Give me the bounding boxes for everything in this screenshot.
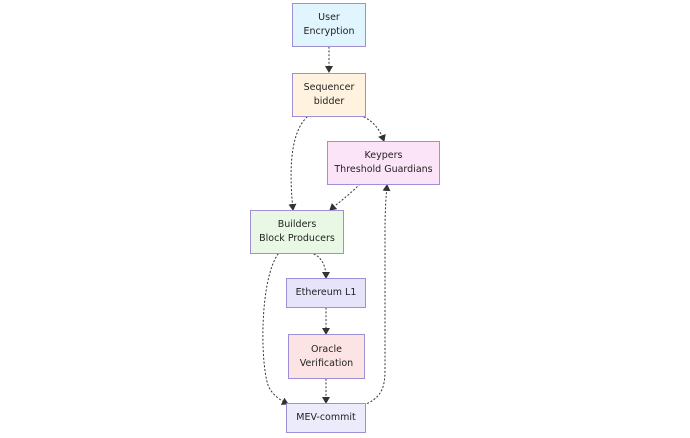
node-keypers: Keypers Threshold Guardians — [327, 141, 440, 185]
node-label: bidder — [313, 96, 345, 107]
edge-mevcommit-to-keypers — [363, 184, 391, 406]
node-mev-commit: MEV-commit — [286, 403, 366, 433]
node-label: Keypers — [364, 150, 403, 161]
node-label: Verification — [299, 357, 354, 369]
edge-builders-to-mevcommit — [262, 253, 289, 405]
edge-keypers-to-builders — [329, 183, 361, 211]
node-label: User — [318, 12, 340, 23]
node-ethereum-l1: Ethereum L1 — [286, 278, 366, 308]
edge-sequencer-to-builders — [288, 116, 308, 211]
node-sequencer-bidder: Sequencer bidder — [292, 73, 366, 117]
node-label: Threshold Guardians — [334, 164, 433, 175]
node-label: MEV-commit — [296, 412, 356, 423]
node-label: Sequencer — [303, 82, 355, 93]
node-label: Block Producers — [259, 233, 335, 244]
node-label: Ethereum L1 — [295, 287, 357, 298]
node-builders: Builders Block Producers — [250, 210, 344, 254]
node-user-encryption: User Encryption — [292, 3, 366, 47]
edge-builders-to-ethereum — [313, 253, 330, 279]
node-label: Builders — [277, 219, 317, 230]
node-label: Oracle — [311, 343, 342, 355]
edge-sequencer-to-keypers — [363, 116, 386, 142]
node-label: Encryption — [303, 26, 355, 37]
node-oracle-verification: Oracle Verification — [288, 334, 365, 379]
